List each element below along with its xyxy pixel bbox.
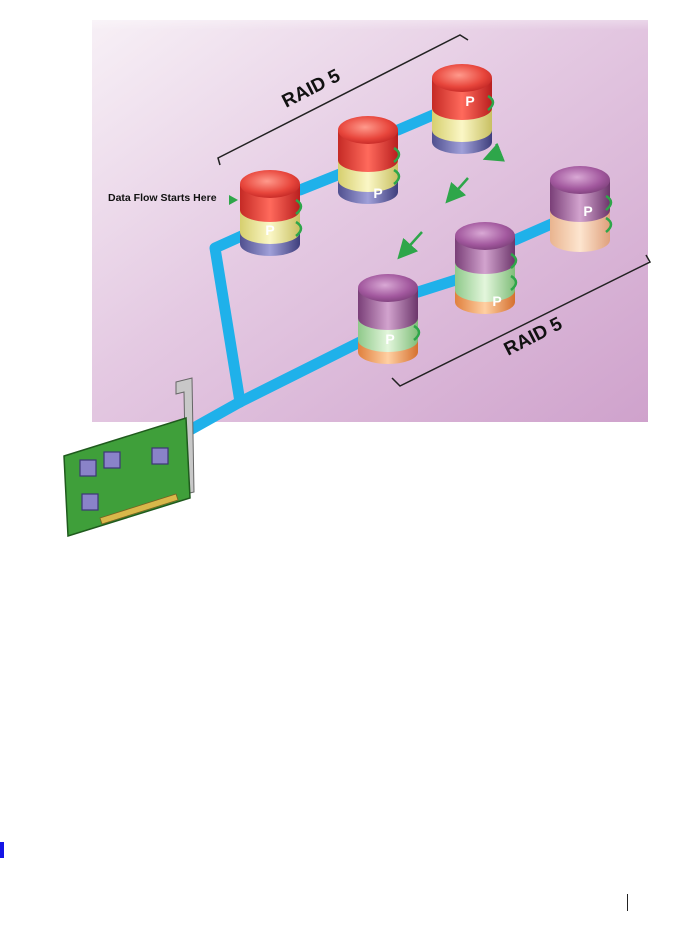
chip-icon (152, 448, 168, 464)
disk-lower-2: P (455, 222, 516, 314)
disk-upper-3: P (432, 64, 493, 154)
disk-upper-2: P (338, 116, 399, 204)
parity-marker: P (492, 293, 501, 309)
page-edge-marker (0, 842, 4, 858)
chip-icon (104, 452, 120, 468)
footer-rule (627, 894, 628, 911)
parity-marker: P (373, 185, 382, 201)
diagram-top-fade (92, 0, 648, 30)
parity-marker: P (465, 93, 474, 109)
disk-lower-1: P (358, 274, 419, 364)
raid-diagram: RAID 5 RAID 5 Data Flow Starts Here P P (0, 0, 681, 560)
chip-icon (80, 460, 96, 476)
chip-icon (82, 494, 98, 510)
parity-marker: P (385, 331, 394, 347)
disk-lower-3: P (550, 166, 611, 252)
parity-marker: P (583, 203, 592, 219)
card-board (64, 418, 190, 536)
disk-upper-1: P (240, 170, 301, 256)
parity-marker: P (265, 222, 274, 238)
data-flow-annotation: Data Flow Starts Here (108, 192, 217, 204)
